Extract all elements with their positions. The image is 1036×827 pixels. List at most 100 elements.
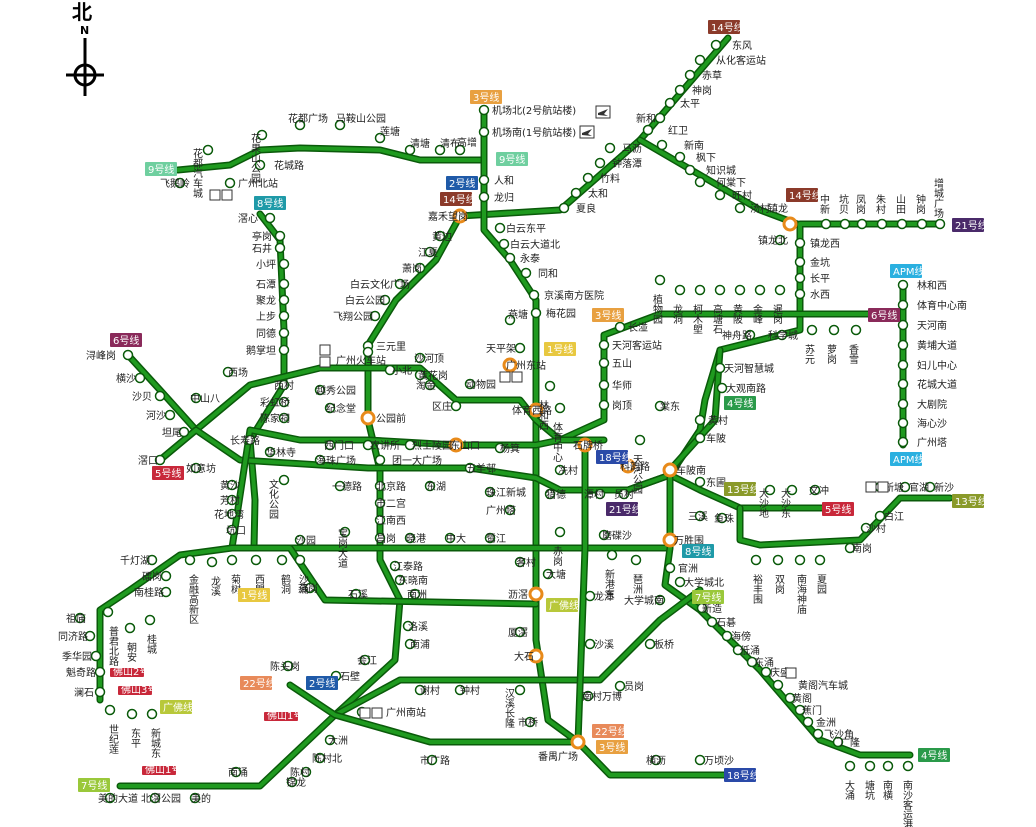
station-marker[interactable]	[278, 258, 290, 270]
station-marker[interactable]	[324, 402, 336, 414]
station-marker[interactable]	[359, 654, 371, 666]
station-marker[interactable]	[274, 242, 286, 254]
line-badge[interactable]: 5号线	[152, 466, 184, 480]
station-marker[interactable]	[164, 409, 176, 421]
station-marker[interactable]	[714, 284, 726, 296]
station-marker[interactable]	[654, 274, 666, 286]
station-marker[interactable]	[642, 124, 654, 136]
station-marker[interactable]	[84, 630, 96, 642]
station-marker[interactable]	[598, 529, 610, 541]
station-marker[interactable]	[674, 151, 686, 163]
station-marker[interactable]	[404, 144, 416, 156]
station-marker[interactable]	[710, 39, 722, 51]
station-marker[interactable]	[528, 289, 540, 301]
station-marker[interactable]	[450, 400, 462, 412]
station-marker[interactable]	[897, 436, 909, 448]
station-marker[interactable]	[582, 172, 594, 184]
station-marker[interactable]	[554, 526, 566, 538]
station-marker[interactable]	[334, 119, 346, 131]
station-marker[interactable]	[832, 736, 844, 748]
station-marker[interactable]	[184, 554, 196, 566]
station-marker[interactable]	[94, 666, 106, 678]
station-marker[interactable]	[542, 568, 554, 580]
line-badge[interactable]: 2号线	[446, 176, 478, 190]
line-badge[interactable]: 4号线	[918, 748, 950, 762]
station-marker[interactable]	[558, 202, 570, 214]
station-marker[interactable]	[134, 372, 146, 384]
station-marker[interactable]	[899, 481, 911, 493]
station-marker[interactable]	[694, 414, 706, 426]
station-marker[interactable]	[714, 362, 726, 374]
station-marker[interactable]	[278, 294, 290, 306]
line-badge[interactable]: 7号线	[692, 590, 724, 604]
station-marker[interactable]	[374, 532, 386, 544]
station-marker[interactable]	[294, 119, 306, 131]
station-marker[interactable]	[484, 532, 496, 544]
station-marker[interactable]	[897, 279, 909, 291]
station-marker[interactable]	[160, 586, 172, 598]
line-badge[interactable]: 3号线	[596, 740, 628, 754]
station-marker[interactable]	[897, 417, 909, 429]
station-marker[interactable]	[224, 177, 236, 189]
station-marker[interactable]	[282, 660, 294, 672]
station-marker[interactable]	[104, 704, 116, 716]
station-marker[interactable]	[772, 554, 784, 566]
station-marker[interactable]	[264, 446, 276, 458]
station-marker[interactable]	[404, 638, 416, 650]
station-marker[interactable]	[874, 510, 886, 522]
station-marker[interactable]	[897, 339, 909, 351]
station-marker[interactable]	[444, 532, 456, 544]
station-marker[interactable]	[721, 630, 733, 642]
station-marker[interactable]	[916, 218, 928, 230]
station-marker[interactable]	[226, 508, 238, 520]
station-marker[interactable]	[544, 488, 556, 500]
station-marker[interactable]	[160, 570, 172, 582]
station-marker[interactable]	[774, 234, 786, 246]
station-marker[interactable]	[694, 510, 706, 522]
station-marker[interactable]	[694, 754, 706, 766]
station-marker[interactable]	[122, 349, 134, 361]
station-marker[interactable]	[402, 620, 414, 632]
station-marker[interactable]	[714, 189, 726, 201]
station-marker[interactable]	[278, 379, 290, 391]
station-marker[interactable]	[570, 187, 582, 199]
station-marker[interactable]	[654, 594, 666, 606]
station-marker[interactable]	[300, 766, 312, 778]
station-marker[interactable]	[530, 307, 542, 319]
station-marker[interactable]	[498, 238, 510, 250]
station-marker[interactable]	[598, 357, 610, 369]
station-marker[interactable]	[90, 650, 102, 662]
station-marker[interactable]	[716, 512, 728, 524]
line-badge[interactable]: 9号线	[496, 152, 528, 166]
line-badge[interactable]: APM线	[890, 264, 925, 278]
line-badge[interactable]: 3号线	[592, 308, 624, 322]
station-marker[interactable]	[644, 638, 656, 650]
station-marker[interactable]	[230, 766, 242, 778]
station-marker[interactable]	[254, 159, 266, 171]
station-marker[interactable]	[278, 310, 290, 322]
station-marker[interactable]	[664, 562, 676, 574]
station-marker[interactable]	[794, 237, 806, 249]
station-marker[interactable]	[577, 437, 593, 453]
line-badge[interactable]: 18号线	[596, 450, 632, 464]
station-marker[interactable]	[897, 319, 909, 331]
station-marker[interactable]	[374, 480, 386, 492]
station-marker[interactable]	[554, 402, 566, 414]
station-marker[interactable]	[478, 191, 490, 203]
station-marker[interactable]	[654, 112, 666, 124]
station-marker[interactable]	[190, 392, 202, 404]
line-badge[interactable]: 9号线	[145, 162, 177, 176]
station-marker[interactable]	[594, 157, 606, 169]
station-marker[interactable]	[94, 686, 106, 698]
station-marker[interactable]	[294, 534, 306, 546]
station-marker[interactable]	[584, 638, 596, 650]
station-marker[interactable]	[154, 390, 166, 402]
line-badge[interactable]: 1号线	[544, 342, 576, 356]
station-marker[interactable]	[514, 342, 526, 354]
station-marker[interactable]	[860, 522, 872, 534]
station-marker[interactable]	[764, 484, 776, 496]
station-marker[interactable]	[294, 554, 306, 566]
station-marker[interactable]	[379, 294, 391, 306]
station-marker[interactable]	[582, 690, 594, 702]
station-marker[interactable]	[104, 792, 116, 804]
